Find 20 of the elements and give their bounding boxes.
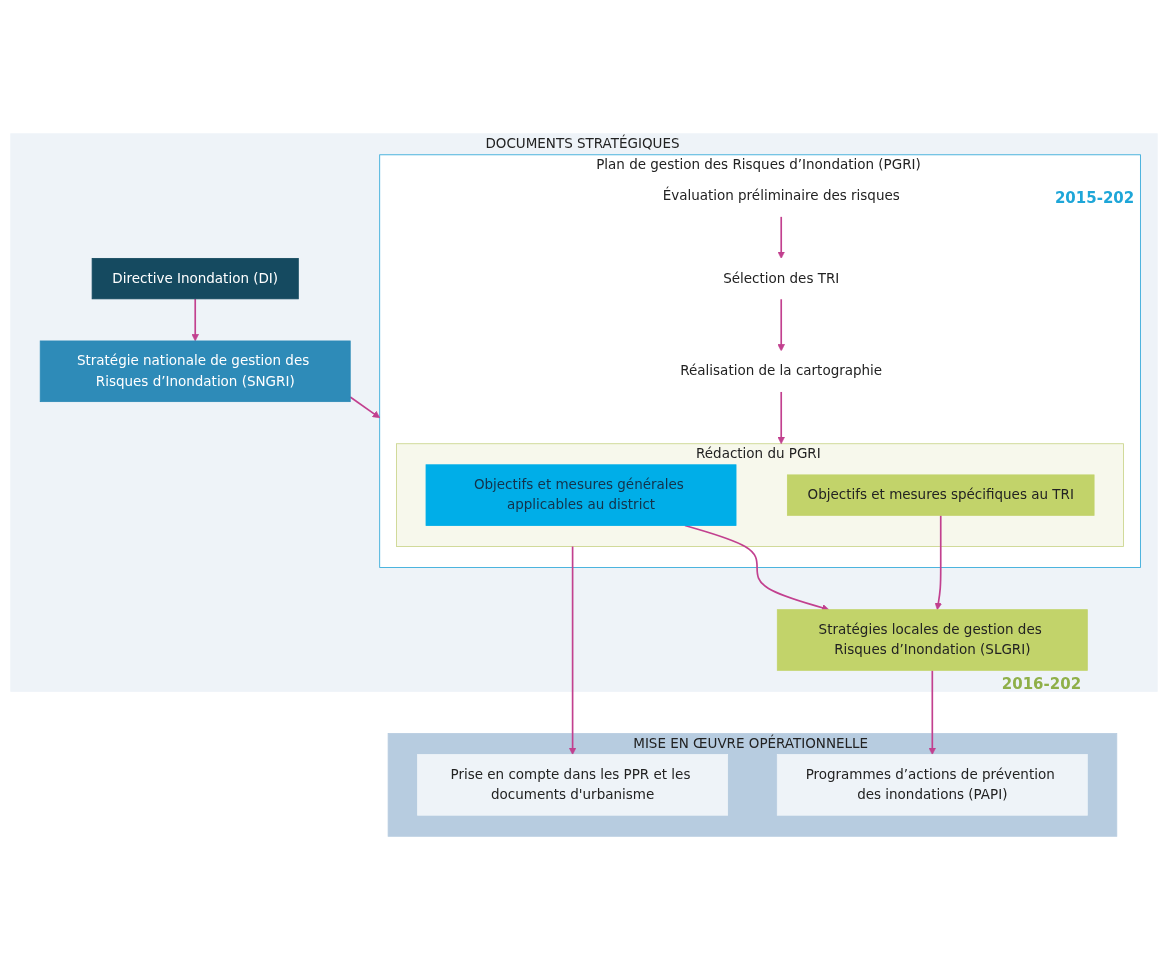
node-box: Prise en compte dans les PPR et les documents d'urbanisme bbox=[416, 754, 728, 817]
node-box: Objectifs et mesures spécifiques au TRI bbox=[786, 474, 1094, 517]
arrow bbox=[568, 546, 576, 756]
node-text: Réalisation de la cartographie bbox=[679, 363, 882, 380]
arrow bbox=[777, 391, 785, 445]
arrow bbox=[777, 298, 785, 352]
arrow bbox=[348, 396, 380, 419]
node-text: Sélection des TRI bbox=[722, 270, 839, 287]
node-box: Objectifs et mesures générales applicables au district bbox=[425, 464, 736, 527]
arrow bbox=[191, 298, 199, 342]
arrow bbox=[777, 215, 785, 260]
year-range-label: 2016-202 bbox=[1001, 674, 1082, 693]
node-box: Stratégies locales de gestion des Risques d’Inondation (SLGRI) bbox=[776, 609, 1088, 672]
arrow bbox=[934, 515, 942, 611]
node-box: Programmes d’actions de prévention des inondations (PAPI) bbox=[776, 754, 1088, 817]
arrow bbox=[928, 669, 936, 756]
node-box: Stratégie nationale de gestion des Risques d’Inondation (SNGRI) bbox=[39, 341, 351, 403]
node-box: Directive Inondation (DI) bbox=[91, 258, 299, 300]
year-range-label: 2015-202 bbox=[1054, 189, 1135, 208]
node-text: Évaluation préliminaire des risques bbox=[662, 188, 900, 205]
